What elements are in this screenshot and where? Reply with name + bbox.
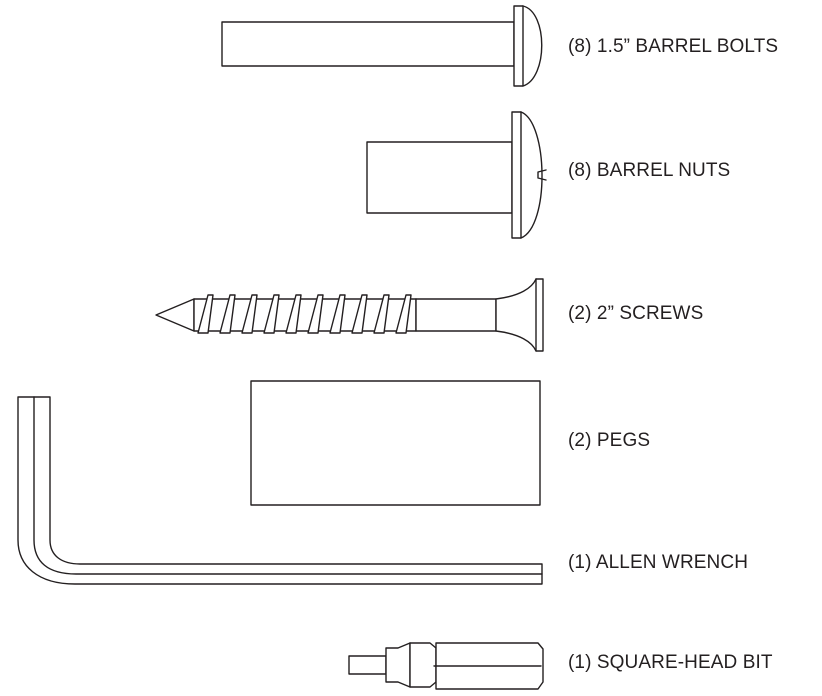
screw-illustration: [155, 278, 544, 352]
screw-thread: [285, 294, 302, 334]
screw-thread: [351, 294, 368, 334]
screw-thread: [219, 294, 236, 334]
screw-thread: [197, 294, 214, 334]
allen-wrench-label: (1) ALLEN WRENCH: [568, 552, 749, 573]
square-head-bit-label: (1) SQUARE-HEAD BIT: [568, 652, 773, 673]
barrel-bolts-label: (8) 1.5” BARREL BOLTS: [568, 36, 779, 57]
allen-wrench-illustration: [17, 396, 543, 585]
pegs-label: (2) PEGS: [568, 430, 651, 451]
screw-thread: [307, 294, 324, 334]
barrel-nuts-label: (8) BARREL NUTS: [568, 160, 731, 181]
screw-thread: [395, 294, 412, 334]
square-head-bit-illustration: [348, 642, 544, 690]
screw-threads: [197, 294, 412, 334]
screw-thread: [373, 294, 390, 334]
screws-label: (2) 2” SCREWS: [568, 303, 704, 324]
barrel-bolt-illustration: [221, 5, 543, 87]
screw-thread: [329, 294, 346, 334]
screw-thread: [263, 294, 280, 334]
barrel-nut-illustration: [366, 111, 547, 239]
peg-illustration: [250, 380, 541, 506]
screw-thread: [241, 294, 258, 334]
